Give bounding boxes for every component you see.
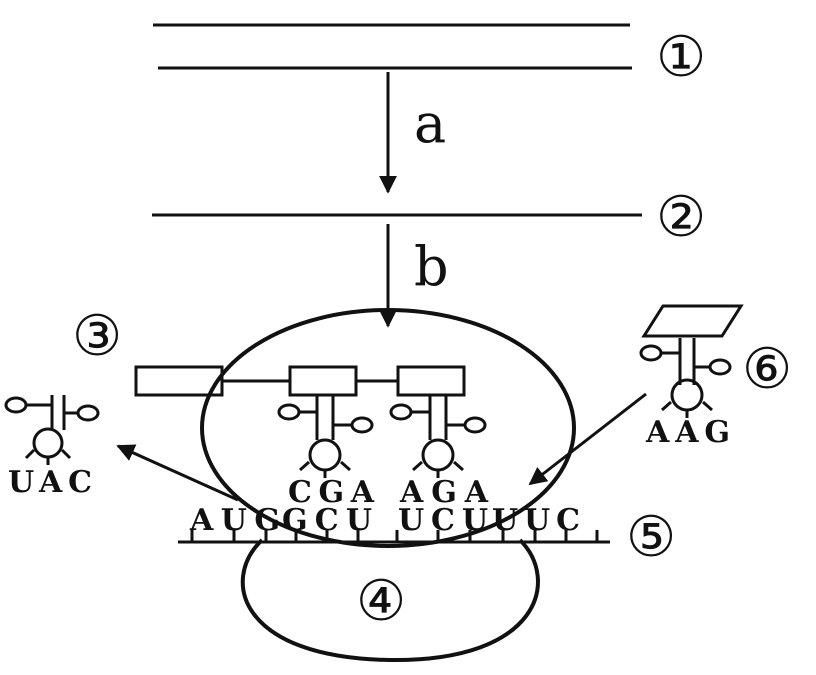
label-2: ② — [656, 185, 706, 250]
p-site-anticodon: CGA — [288, 475, 375, 510]
trna-a-site — [389, 395, 487, 478]
label-3: ③ — [72, 304, 122, 369]
dna-double-strand — [153, 23, 632, 70]
amino-acid-3 — [396, 365, 466, 397]
label-b: b — [414, 235, 449, 298]
ribosome-large-subunit — [200, 308, 576, 548]
codon-4: UUC — [492, 503, 580, 538]
label-a: a — [414, 92, 446, 155]
label-5: ⑤ — [626, 505, 676, 570]
arrow-trna-incoming — [528, 392, 647, 486]
polypeptide-chain — [134, 365, 466, 397]
leaving-trna-anticodon: UAC — [8, 465, 92, 500]
arrow-trna-leaving — [116, 444, 239, 502]
incoming-trna-anticodon: AAG — [645, 415, 730, 450]
ribosome-small-subunit — [240, 538, 540, 663]
mrna-on-ribosome — [178, 530, 610, 544]
a-site-anticodon: AGA — [399, 475, 489, 510]
amino-acid-1 — [134, 365, 224, 397]
trna-p-site — [277, 395, 374, 478]
codon-1: AUG — [189, 503, 280, 538]
codon-2: GCU — [282, 503, 372, 538]
trna-leaving — [4, 395, 100, 465]
amino-acid-incoming — [641, 304, 744, 338]
label-1: ① — [656, 25, 706, 90]
label-6: ⑥ — [742, 337, 792, 402]
amino-acid-2 — [288, 365, 358, 397]
label-4: ④ — [356, 569, 406, 634]
trna-incoming — [639, 304, 744, 418]
codon-3: UCU — [398, 503, 488, 538]
